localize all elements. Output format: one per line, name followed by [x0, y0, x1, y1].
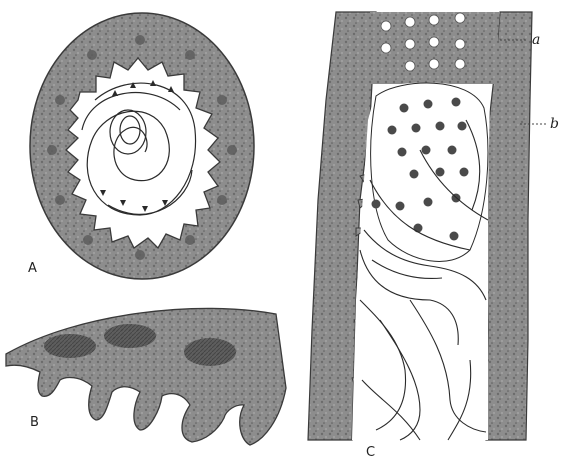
panel-c-label: C	[366, 445, 375, 460]
panel-a-label: A	[28, 261, 37, 276]
panel-c: a b C	[308, 12, 559, 460]
annotation-a-label: a	[532, 32, 540, 48]
panel-b-label: B	[30, 415, 39, 430]
panel-b: B	[6, 308, 286, 445]
panel-c-oval	[371, 83, 488, 261]
panel-a: A	[28, 13, 254, 279]
annotation-b-label: b	[550, 116, 559, 132]
